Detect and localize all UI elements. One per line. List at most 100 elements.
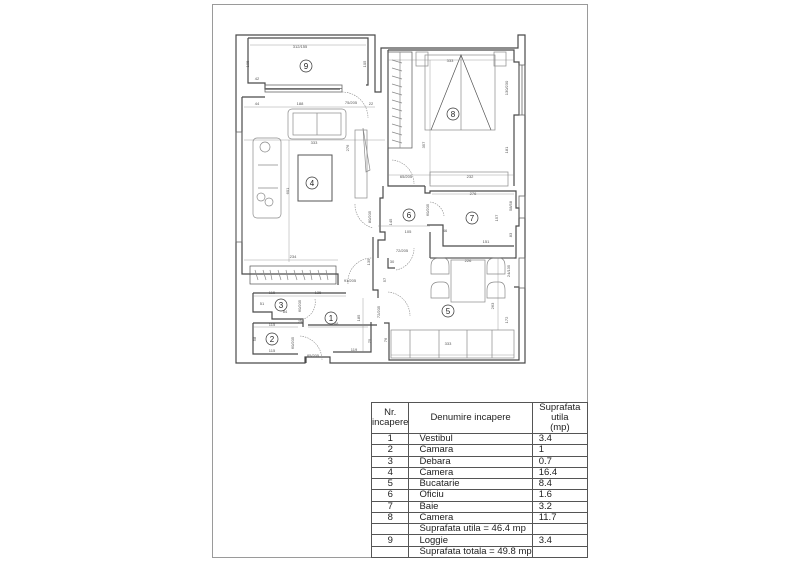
room-number-circle-icon (441, 304, 455, 318)
dimension-label: 135 (366, 258, 371, 265)
dimension-label: 84 (283, 309, 288, 314)
room-label: 5 (441, 304, 455, 318)
dimension-label: 42 (255, 76, 260, 81)
dimension-label: 105 (245, 60, 250, 67)
room-number: 8 (451, 110, 456, 119)
dimension-label: 115 (269, 348, 276, 353)
room-number: 6 (407, 211, 412, 220)
room-number: 5 (446, 307, 451, 316)
dimension-label: 115 (269, 322, 276, 327)
room-label: 4 (305, 176, 319, 190)
room-number-cell: 5 (370, 478, 410, 491)
table-header-row: Nr. incapere Denumire incapere Suprafata… (370, 402, 589, 434)
room-name-cell: Camara (408, 444, 533, 457)
room-number-circle-icon (265, 332, 279, 346)
furniture (249, 51, 515, 359)
room-number: 3 (279, 301, 284, 310)
room-number-cell: 1 (370, 432, 410, 446)
dimension-label: 119 (351, 347, 358, 352)
room-name-cell: Bucatarie (408, 478, 533, 491)
room-area-table: Nr. incapere Denumire incapere Suprafata… (370, 402, 589, 559)
room-number: 4 (310, 179, 315, 188)
dimension-label: 24/135 (506, 264, 511, 277)
dimension-label: 75 (367, 338, 372, 343)
dimension-label: 145 (388, 218, 393, 225)
room-number-cell: 3 (370, 455, 410, 468)
room-number-cell (370, 545, 410, 559)
dimension-label: 75 (298, 319, 303, 324)
room-area-cell: 3.4 (531, 534, 589, 547)
room-number-cell: 6 (370, 489, 410, 502)
room-number-circle-icon (274, 298, 288, 312)
dimension-label: 65/205 (400, 174, 413, 179)
room-area-cell: 0.7 (531, 455, 589, 468)
room-label: 9 (299, 59, 313, 73)
dimension-label: 130/230 (504, 80, 509, 95)
room-area-cell (531, 523, 589, 536)
dimension-label: 60/205 (297, 299, 302, 312)
room-name-cell: Suprafata utila = 46.4 mp (408, 523, 533, 536)
room-name-cell: Oficiu (408, 489, 533, 502)
dimension-label: 276 (345, 144, 350, 151)
dimension-label: 232 (467, 174, 474, 179)
room-number: 1 (329, 314, 334, 323)
room-name-cell: Suprafata totala = 49.8 mp (408, 545, 533, 559)
dimension-label: 80/205 (367, 210, 372, 223)
room-number-cell: 7 (370, 500, 410, 513)
dimension-label: 234 (290, 254, 297, 259)
dimension-label: 22 (369, 101, 374, 106)
room-number-cell: 8 (370, 511, 410, 525)
dimension-label: 51 (260, 301, 265, 306)
room-number: 9 (304, 62, 309, 71)
dimension-label: 333 (311, 140, 318, 145)
dimension-label: 75/205 (345, 100, 358, 105)
dimension-label: 357 (421, 141, 426, 148)
dimension-label: 105 (405, 229, 412, 234)
room-area-cell: 1.6 (531, 489, 589, 502)
room-number: 2 (270, 335, 275, 344)
room-label: 8 (446, 107, 460, 121)
room-area-cell: 3.4 (531, 432, 589, 446)
dimension-label: 44 (255, 101, 260, 106)
dimension-label: 135 (315, 290, 322, 295)
windows (235, 64, 526, 289)
dimension-label: 312/155 (293, 44, 308, 49)
room-number-circle-icon (446, 107, 460, 121)
dimension-label: 58 (252, 336, 257, 341)
room-number-cell: 4 (370, 466, 410, 480)
header-room-name: Denumire incapere (408, 402, 533, 434)
room-area-cell: 1 (531, 444, 589, 457)
room-label: 6 (402, 208, 416, 222)
dimension-label: 30 (390, 259, 395, 264)
header-area-line2: (mp) (550, 422, 570, 433)
table-row: Suprafata totala = 49.8 mp (370, 545, 589, 559)
dimension-label: 188 (297, 101, 304, 106)
header-nr-line1: Nr. (384, 407, 397, 418)
room-area-cell (531, 545, 589, 559)
room-label: 2 (265, 332, 279, 346)
dimension-label: 76 (383, 337, 388, 342)
dimension-label: 72/205 (396, 248, 409, 253)
room-number-cell: 9 (370, 534, 410, 547)
dimension-lines (244, 44, 514, 356)
dimension-label: 58/58 (508, 200, 513, 211)
dimension-label: 72/205 (376, 305, 381, 318)
room-number-circle-icon (324, 311, 338, 325)
dimension-label: 105 (362, 60, 367, 67)
dimension-label: 276 (470, 191, 477, 196)
dimension-label: 172 (504, 316, 509, 323)
header-room-number: Nr. incapere (370, 402, 410, 434)
room-name-cell: Loggie (408, 534, 533, 547)
room-number: 7 (470, 214, 475, 223)
dimension-label: 115 (269, 290, 276, 295)
